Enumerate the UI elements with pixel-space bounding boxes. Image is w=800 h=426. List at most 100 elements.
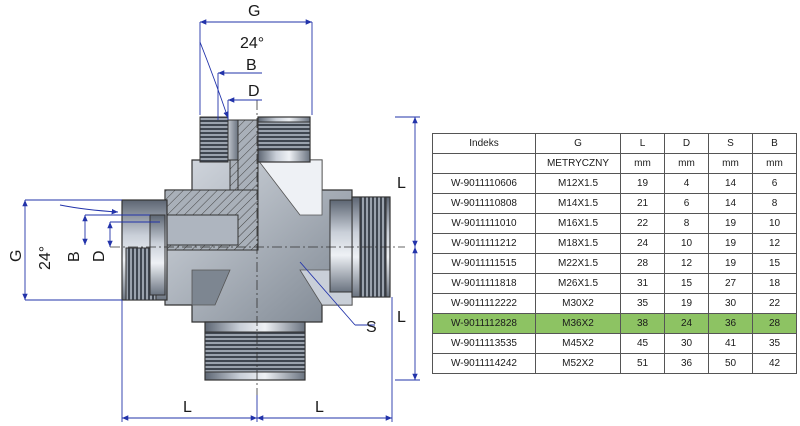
bottom-thread-port <box>204 321 306 381</box>
units-row: METRYCZNY mm mm mm mm <box>432 153 797 174</box>
fitting-body <box>164 119 353 323</box>
header-indeks: Indeks <box>432 133 536 154</box>
cell-indeks: W-9011111212 <box>432 233 536 254</box>
cell-l: 38 <box>620 313 665 334</box>
cell-s: 27 <box>708 273 753 294</box>
cell-d: 8 <box>664 213 709 234</box>
cell-s: 14 <box>708 193 753 214</box>
fitting-technical-drawing: G 24° B D L L G 24° B D S L L <box>8 3 420 422</box>
cell-s: 41 <box>708 333 753 354</box>
header-s: S <box>708 133 753 154</box>
cell-d: 36 <box>664 353 709 374</box>
cell-l: 22 <box>620 213 665 234</box>
cell-l: 31 <box>620 273 665 294</box>
label-l-bottom-left: L <box>183 399 192 416</box>
cell-g: M26X1.5 <box>535 273 621 294</box>
cell-d: 10 <box>664 233 709 254</box>
cell-s: 19 <box>708 213 753 234</box>
cell-d: 6 <box>664 193 709 214</box>
cell-indeks: W-9011111818 <box>432 273 536 294</box>
dimension-labels: G 24° B D L L G 24° B D S L L <box>8 3 406 416</box>
label-angle-left: 24° <box>37 246 54 270</box>
cell-l: 19 <box>620 173 665 194</box>
cell-s: 14 <box>708 173 753 194</box>
cell-s: 36 <box>708 313 753 334</box>
center-lines <box>110 100 405 395</box>
label-g-top: G <box>248 3 260 20</box>
header-b: B <box>752 133 797 154</box>
unit-b: mm <box>752 153 797 174</box>
cell-b: 8 <box>752 193 797 214</box>
cell-l: 45 <box>620 333 665 354</box>
cell-b: 6 <box>752 173 797 194</box>
dimension-table: Indeks G L D S B METRYCZNY mm mm mm mm W… <box>432 133 797 374</box>
cell-indeks: W-9011112222 <box>432 293 536 314</box>
cell-s: 30 <box>708 293 753 314</box>
cell-b: 28 <box>752 313 797 334</box>
cell-b: 15 <box>752 253 797 274</box>
header-d: D <box>664 133 709 154</box>
cell-indeks: W-9011113535 <box>432 333 536 354</box>
unit-indeks <box>432 153 536 174</box>
cell-indeks: W-9011110808 <box>432 193 536 214</box>
cell-b: 18 <box>752 273 797 294</box>
dimension-lines <box>22 19 420 422</box>
cell-indeks: W-9011111010 <box>432 213 536 234</box>
cell-s: 19 <box>708 233 753 254</box>
cell-s: 19 <box>708 253 753 274</box>
cell-s: 50 <box>708 353 753 374</box>
cell-d: 4 <box>664 173 709 194</box>
cell-indeks: W-9011111515 <box>432 253 536 274</box>
cell-l: 28 <box>620 253 665 274</box>
cell-indeks: W-9011110606 <box>432 173 536 194</box>
cell-g: M18X1.5 <box>535 233 621 254</box>
label-g-left: G <box>8 250 25 262</box>
unit-g: METRYCZNY <box>535 153 621 174</box>
cell-d: 15 <box>664 273 709 294</box>
cell-d: 24 <box>664 313 709 334</box>
cell-g: M36X2 <box>535 313 621 334</box>
cell-g: M16X1.5 <box>535 213 621 234</box>
label-l-bottom-right: L <box>315 399 324 416</box>
cell-g: M52X2 <box>535 353 621 374</box>
cell-b: 42 <box>752 353 797 374</box>
top-thread-port <box>199 116 311 163</box>
unit-s: mm <box>708 153 753 174</box>
cell-l: 51 <box>620 353 665 374</box>
unit-d: mm <box>664 153 709 174</box>
cell-d: 30 <box>664 333 709 354</box>
cell-g: M12X1.5 <box>535 173 621 194</box>
label-d-top: D <box>248 83 260 100</box>
cell-l: 21 <box>620 193 665 214</box>
table-header: Indeks G L D S B METRYCZNY mm mm mm mm <box>432 133 797 174</box>
left-thread-port <box>121 199 168 301</box>
label-l-right-bottom: L <box>397 309 406 326</box>
cell-b: 35 <box>752 333 797 354</box>
cell-d: 12 <box>664 253 709 274</box>
header-g: G <box>535 133 621 154</box>
label-b-left: B <box>66 251 83 262</box>
cell-l: 24 <box>620 233 665 254</box>
cell-d: 19 <box>664 293 709 314</box>
cell-indeks: W-9011112828 <box>432 313 536 334</box>
cell-b: 22 <box>752 293 797 314</box>
cell-indeks: W-9011114242 <box>432 353 536 374</box>
cell-l: 35 <box>620 293 665 314</box>
label-s: S <box>366 319 377 336</box>
cell-g: M22X1.5 <box>535 253 621 274</box>
label-b-top: B <box>246 57 257 74</box>
cell-g: M14X1.5 <box>535 193 621 214</box>
cell-b: 10 <box>752 213 797 234</box>
cell-b: 12 <box>752 233 797 254</box>
cell-g: M30X2 <box>535 293 621 314</box>
